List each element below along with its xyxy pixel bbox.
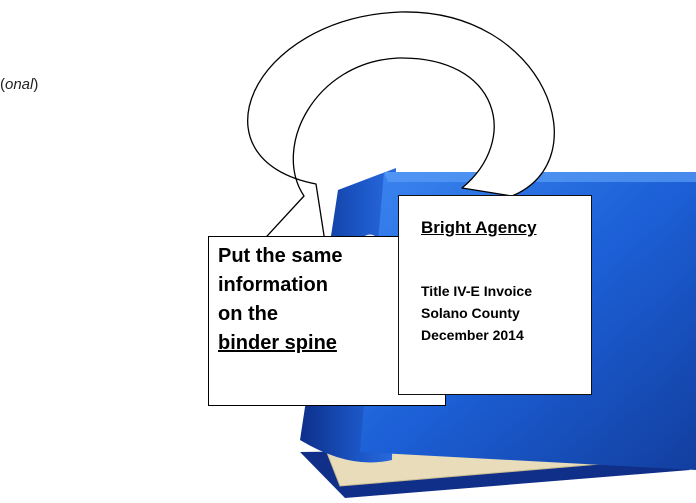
callout-text: Put the same information on the binder s… <box>218 242 408 358</box>
callout-underlined-line: binder spine <box>218 329 408 358</box>
callout-line-3: on the <box>218 300 408 329</box>
spine-label-card: Bright Agency Title IV-E Invoice Solano … <box>398 195 592 395</box>
county-line: Solano County <box>421 302 532 324</box>
date-line: December 2014 <box>421 324 532 346</box>
invoice-line: Title IV-E Invoice <box>421 280 532 302</box>
callout-line-1: Put the same <box>218 242 408 271</box>
label-details: Title IV-E Invoice Solano County Decembe… <box>421 280 532 346</box>
callout-line-2: information <box>218 271 408 300</box>
agency-name: Bright Agency <box>421 218 537 238</box>
